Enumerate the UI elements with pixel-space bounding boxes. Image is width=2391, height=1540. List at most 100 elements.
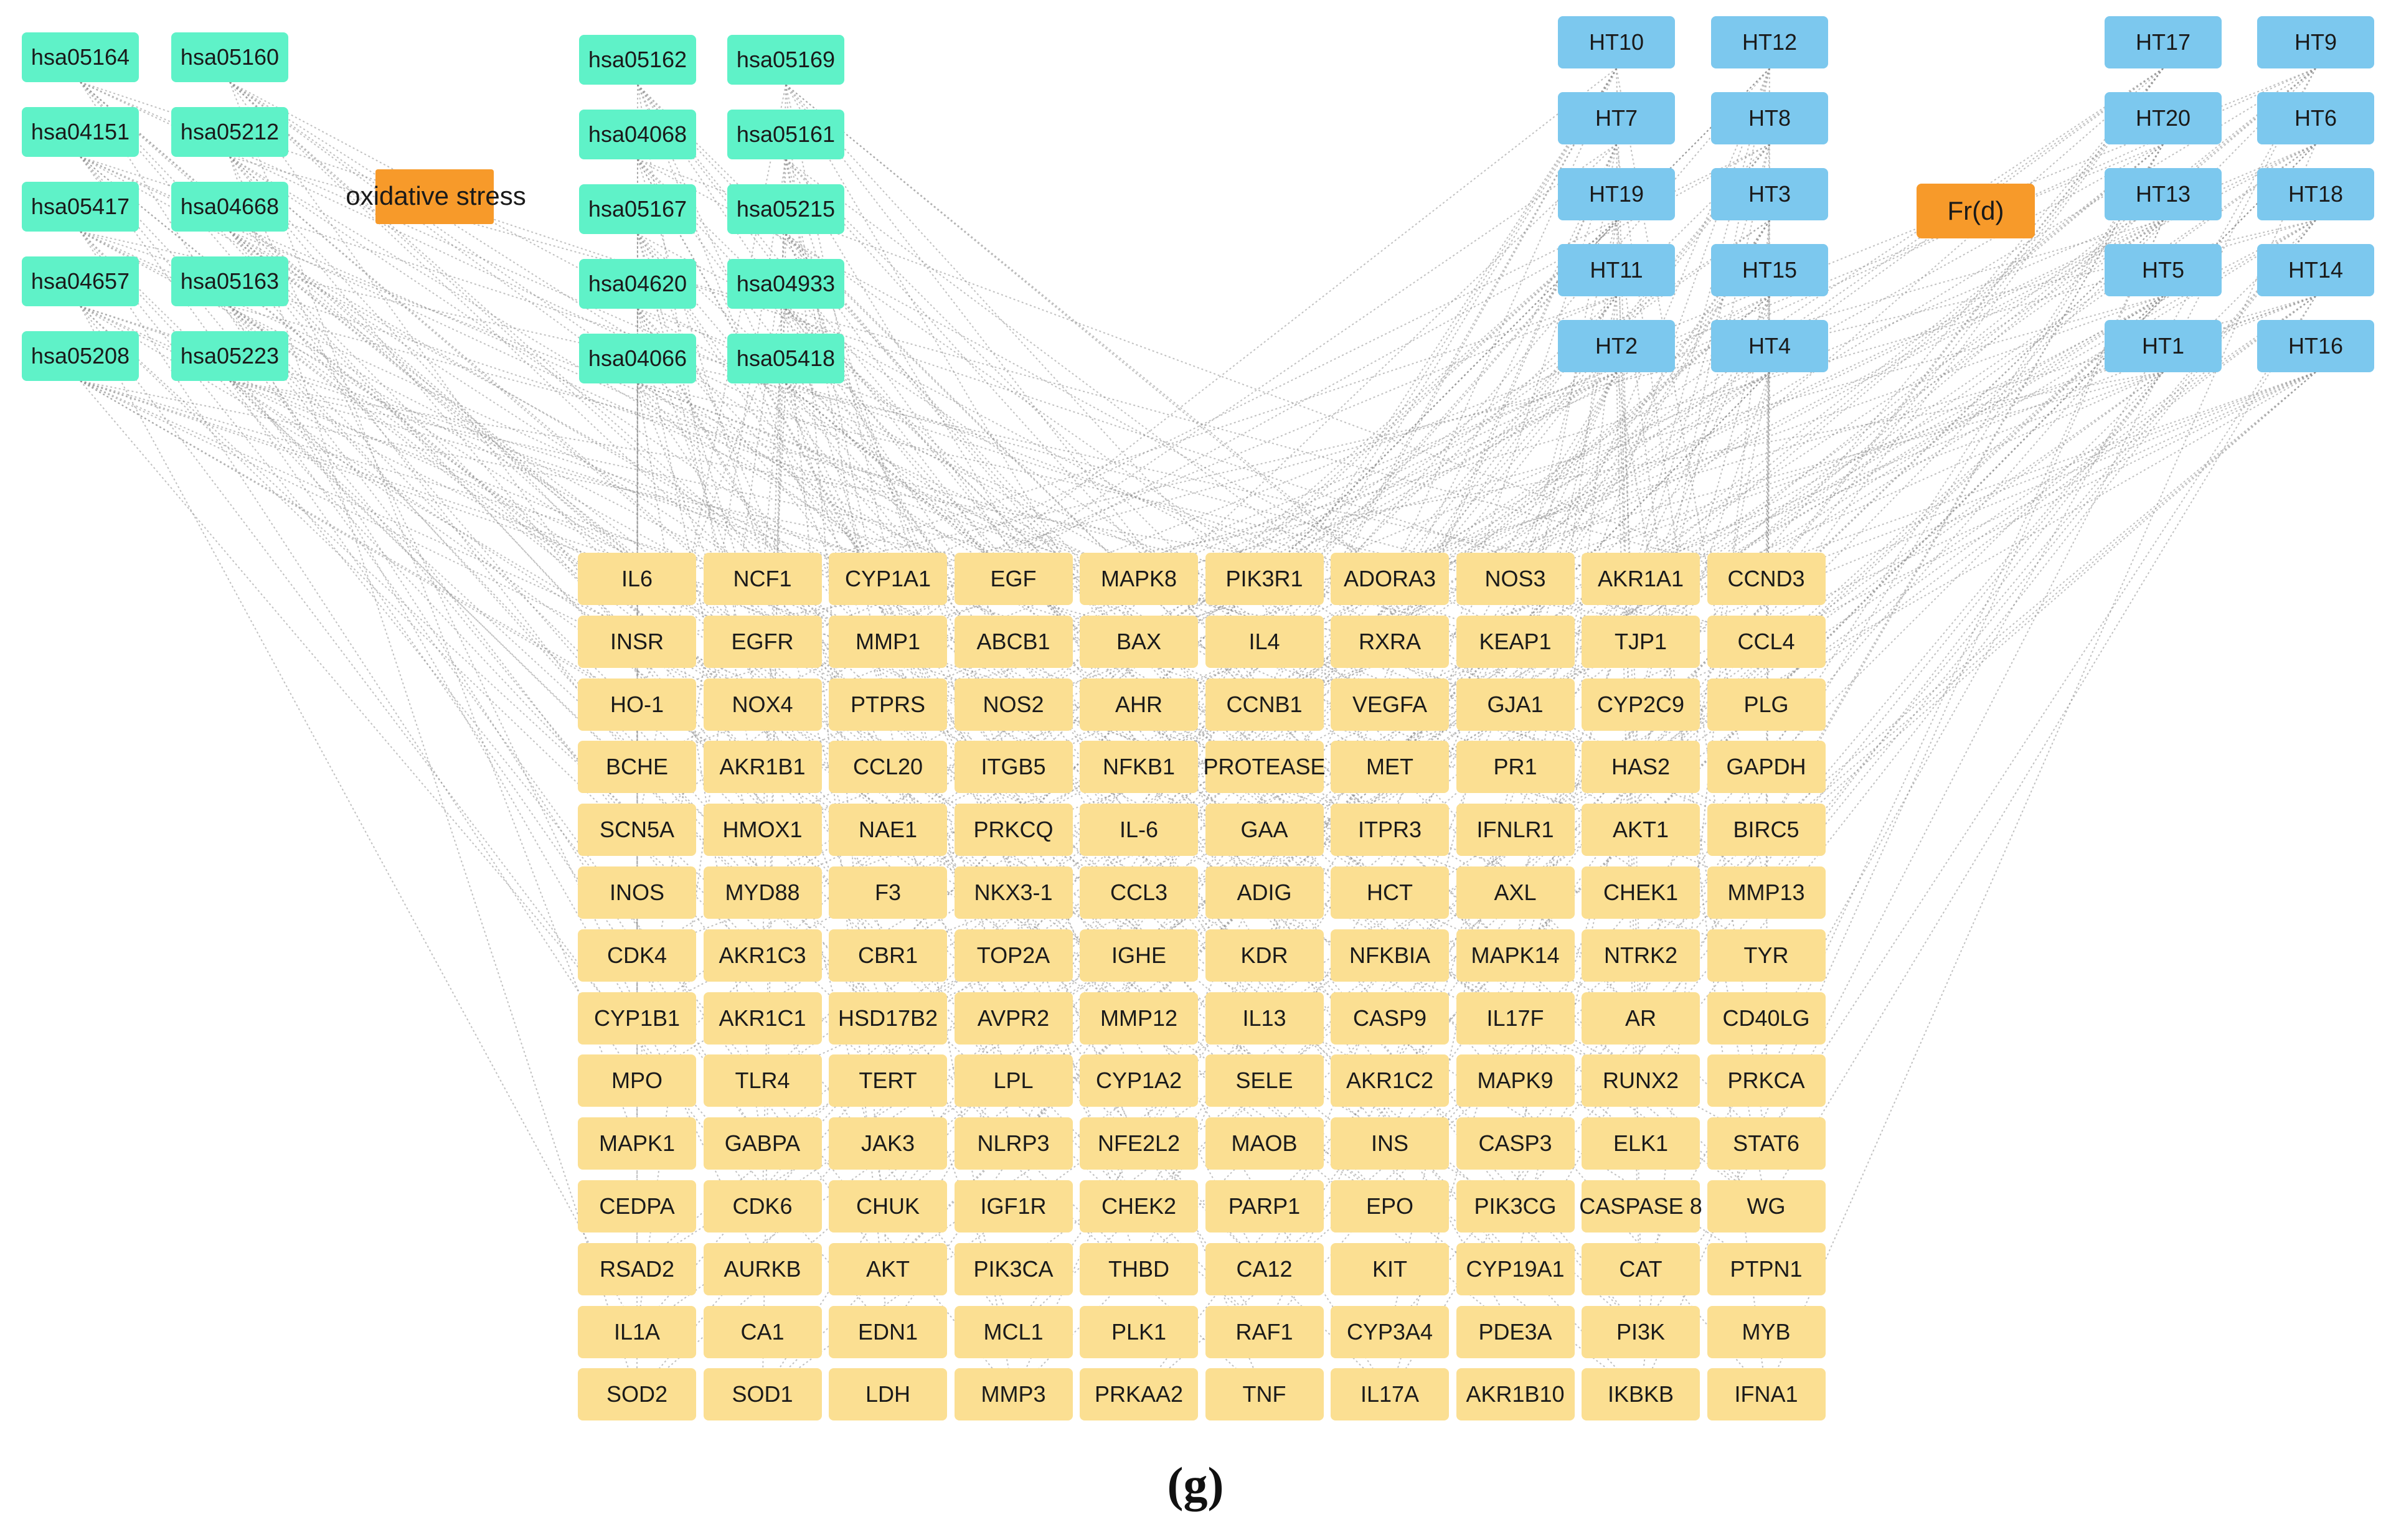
- edge: [1012, 220, 2164, 1333]
- gene-node: HMOX1: [703, 804, 822, 857]
- gene-node: NFKBIA: [1331, 929, 1449, 982]
- gene-node: LPL: [954, 1054, 1073, 1107]
- edge: [637, 159, 1265, 1270]
- gene-node: F3: [829, 866, 947, 919]
- gene-node: CEDPA: [578, 1180, 696, 1232]
- gene-node: HCT: [1331, 866, 1449, 919]
- gene-node: CCL4: [1707, 615, 1826, 668]
- edge: [229, 156, 1516, 1019]
- gene-node: PROTEASE: [1203, 741, 1326, 794]
- edge: [80, 82, 763, 1144]
- gene-node: CD40LG: [1707, 992, 1826, 1045]
- gene-node: KIT: [1331, 1242, 1449, 1295]
- gene-node: CHEK1: [1582, 866, 1700, 919]
- gene-node: AKT1: [1582, 804, 1700, 857]
- compound-node: HT6: [2257, 92, 2374, 144]
- compound-node: HT2: [1558, 320, 1675, 372]
- gene-node: MMP13: [1707, 866, 1826, 919]
- gene-node: PIK3CG: [1456, 1180, 1575, 1232]
- compound-node: HT9: [2257, 16, 2374, 68]
- edge: [1012, 68, 1617, 1144]
- edge: [785, 383, 1641, 1333]
- edge: [785, 308, 889, 1332]
- edge: [80, 156, 1390, 580]
- edge: [80, 156, 1265, 705]
- edge: [1765, 372, 2164, 893]
- gene-node: ADIG: [1205, 866, 1324, 919]
- gene-node: HAS2: [1582, 741, 1700, 794]
- edge: [80, 231, 1641, 580]
- edge: [1012, 68, 2164, 831]
- edge: [1012, 220, 1617, 768]
- edge: [80, 231, 1516, 705]
- edge: [1263, 144, 1770, 642]
- gene-node: IKBKB: [1582, 1368, 1700, 1421]
- pathway-node: hsa05215: [727, 184, 844, 234]
- gene-node: IL4: [1205, 615, 1324, 668]
- gene-node: MAOB: [1205, 1117, 1324, 1170]
- pathway-node: hsa05160: [171, 32, 288, 82]
- edge: [785, 383, 1516, 580]
- gene-node: AURKB: [703, 1242, 822, 1295]
- gene-node: EDN1: [829, 1305, 947, 1358]
- edge: [80, 156, 1641, 1019]
- compound-node: HT3: [1711, 168, 1828, 220]
- gene-node: CDK6: [703, 1180, 822, 1232]
- gene-node: AR: [1582, 992, 1700, 1045]
- pathway-node: hsa05169: [727, 35, 844, 85]
- gene-node: HSD17B2: [829, 992, 947, 1045]
- gene-node: AHR: [1080, 678, 1198, 731]
- edge: [1013, 296, 2164, 705]
- gene-node: ITGB5: [954, 741, 1073, 794]
- gene-node: CCNB1: [1205, 678, 1324, 731]
- edge: [1263, 68, 2164, 1270]
- edge: [1389, 220, 2316, 1333]
- pathway-node: hsa05161: [727, 110, 844, 159]
- edge: [229, 231, 638, 768]
- gene-node: TJP1: [1582, 615, 1700, 668]
- edge: [1640, 372, 1770, 1018]
- gene-node: TOP2A: [954, 929, 1073, 982]
- edge: [1138, 296, 2164, 580]
- gene-node: CCL3: [1080, 866, 1198, 919]
- edge: [1012, 296, 2316, 1270]
- edge: [80, 231, 638, 1081]
- edge: [80, 306, 763, 1207]
- edge: [637, 383, 1766, 642]
- compound-node: HT7: [1558, 92, 1675, 144]
- edge: [229, 82, 1265, 1019]
- gene-node: KDR: [1205, 929, 1324, 982]
- edge: [1765, 68, 2316, 1144]
- edge: [636, 68, 2164, 1396]
- edge: [229, 156, 638, 1395]
- edge: [1389, 220, 2164, 768]
- edge: [1012, 68, 2316, 1396]
- gene-node: ITPR3: [1331, 804, 1449, 857]
- gene-node: STAT6: [1707, 1117, 1826, 1170]
- edge: [1263, 220, 1770, 1081]
- gene-node: BIRC5: [1707, 804, 1826, 857]
- pathway-node: hsa04933: [727, 259, 844, 309]
- gene-node: MET: [1331, 741, 1449, 794]
- edge: [1515, 296, 2316, 580]
- edge: [229, 306, 763, 893]
- gene-node: CCL20: [829, 741, 947, 794]
- edge: [785, 233, 1641, 831]
- gene-node: IFNLR1: [1456, 804, 1575, 857]
- gene-node: CAT: [1582, 1242, 1700, 1295]
- gene-node: MMP1: [829, 615, 947, 668]
- gene-node: INSR: [578, 615, 696, 668]
- gene-node: SCN5A: [578, 804, 696, 857]
- gene-node: PTPN1: [1707, 1242, 1826, 1295]
- gene-node: GABPA: [703, 1117, 822, 1170]
- gene-node: CYP1A1: [829, 553, 947, 605]
- edge: [229, 306, 889, 768]
- edge: [80, 380, 889, 1333]
- edge: [80, 306, 1014, 768]
- gene-node: PIK3R1: [1205, 553, 1324, 605]
- edge: [229, 82, 638, 1144]
- gene-node: RUNX2: [1582, 1054, 1700, 1107]
- edge: [1263, 144, 2316, 1207]
- fraction-hub: Fr(d): [1917, 184, 2035, 238]
- compound-node: HT20: [2105, 92, 2222, 144]
